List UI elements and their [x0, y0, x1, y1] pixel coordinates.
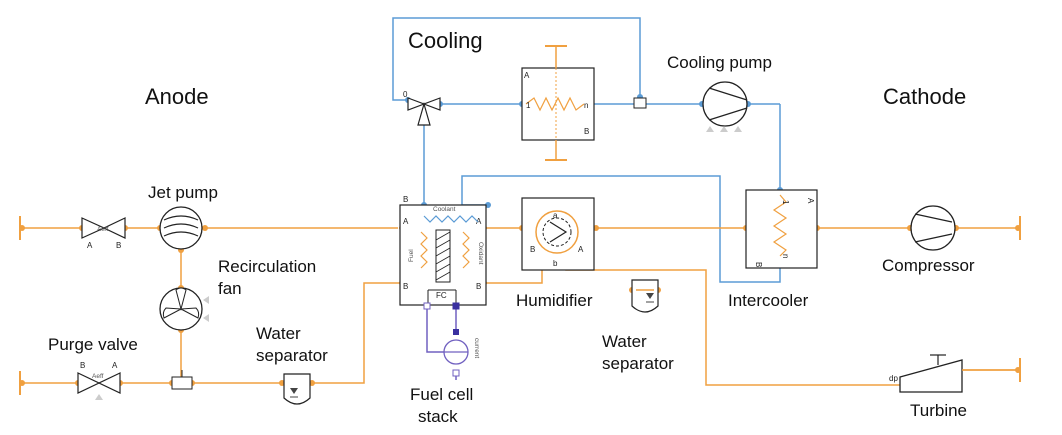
recirculation-fan-label-line1: Recirculation — [218, 257, 316, 276]
intercooler-port-a: A — [806, 198, 815, 204]
humidifier[interactable]: a B A b — [521, 197, 595, 271]
current-source-label: current — [473, 338, 480, 358]
anode-section-label: Anode — [145, 84, 209, 109]
anode-supply-valve[interactable]: Aeff A B — [81, 217, 126, 250]
purge-valve-label: Purge valve — [48, 335, 138, 354]
humidifier-port-a-top: a — [553, 211, 558, 220]
intercooler-port-1: 1 — [781, 200, 790, 205]
intercooler-port-b: B — [754, 262, 763, 267]
three-way-valve[interactable]: 0 — [403, 90, 441, 126]
cooling-heat-exchanger[interactable]: A B 1 n — [521, 45, 595, 161]
stack-fuel-label: Fuel — [408, 249, 415, 262]
stack-port-a-right: A — [476, 217, 482, 226]
recirculation-fan-icon[interactable] — [159, 287, 209, 331]
current-source-icon[interactable]: current — [443, 329, 480, 377]
anode-valve-port-b: B — [116, 241, 121, 250]
cathode-section-label: Cathode — [883, 84, 966, 109]
hx-port-b: B — [584, 127, 589, 136]
anode-water-separator-label-line1: Water — [256, 324, 301, 343]
cathode-water-separator-icon[interactable] — [631, 279, 659, 313]
stack-coolant-label: Coolant — [433, 206, 456, 213]
fuel-cell-stack-label-line1: Fuel cell — [410, 385, 473, 404]
intercooler-port-n: n — [781, 254, 790, 258]
cooling-pump-label: Cooling pump — [667, 53, 772, 72]
stack-port-b-top: B — [403, 195, 408, 204]
humidifier-port-b-left: B — [530, 245, 535, 254]
turbine-port-dp: dp — [889, 374, 898, 383]
stack-port-b-right: B — [476, 282, 481, 291]
jet-pump-label: Jet pump — [148, 183, 218, 202]
cooling-junction-icon — [633, 97, 647, 109]
cooling-pump-icon[interactable] — [702, 81, 748, 132]
compressor-icon[interactable] — [910, 205, 956, 251]
hx-port-1: 1 — [526, 101, 531, 110]
hx-port-a: A — [524, 71, 530, 80]
turbine-icon[interactable]: dp — [889, 354, 1018, 393]
purge-valve-port-a: A — [112, 361, 118, 370]
humidifier-port-a-right: A — [578, 245, 584, 254]
purge-valve[interactable]: Aeff B A — [77, 361, 121, 400]
humidifier-label: Humidifier — [516, 291, 593, 310]
fuel-cell-stack-label-line2: stack — [418, 407, 458, 426]
recirculation-fan-label-line2: fan — [218, 279, 242, 298]
humidifier-port-b-bottom: b — [553, 259, 558, 268]
boundary-caps — [19, 216, 1021, 395]
three-way-valve-port: 0 — [403, 90, 408, 99]
stack-port-a-left: A — [403, 217, 409, 226]
cooling-section-label: Cooling — [408, 28, 483, 53]
intercooler-label: Intercooler — [728, 291, 809, 310]
stack-port-b-left: B — [403, 282, 408, 291]
intercooler[interactable]: A B 1 n — [745, 189, 818, 269]
anode-valve-port-a: A — [87, 241, 93, 250]
purge-valve-aeff: Aeff — [92, 373, 104, 380]
jet-pump-icon[interactable] — [159, 206, 203, 250]
fluid-lines — [22, 227, 1018, 386]
cathode-water-separator-label-line1: Water — [602, 332, 647, 351]
anode-water-separator-label-line2: separator — [256, 346, 328, 365]
fuel-cell-stack[interactable]: B A A B B Coolant Fuel Oxidant FC — [399, 195, 487, 310]
anode-water-separator-icon[interactable] — [283, 373, 311, 405]
stack-fc-label: FC — [436, 291, 447, 300]
hx-port-n: n — [584, 101, 588, 110]
anode-valve-aeff: Aeff — [97, 226, 109, 233]
compressor-label: Compressor — [882, 256, 975, 275]
anode-junction-icon — [171, 370, 193, 390]
purge-valve-port-b: B — [80, 361, 85, 370]
stack-oxidant-label: Oxidant — [477, 242, 484, 265]
cathode-water-separator-label-line2: separator — [602, 354, 674, 373]
turbine-label: Turbine — [910, 401, 967, 420]
